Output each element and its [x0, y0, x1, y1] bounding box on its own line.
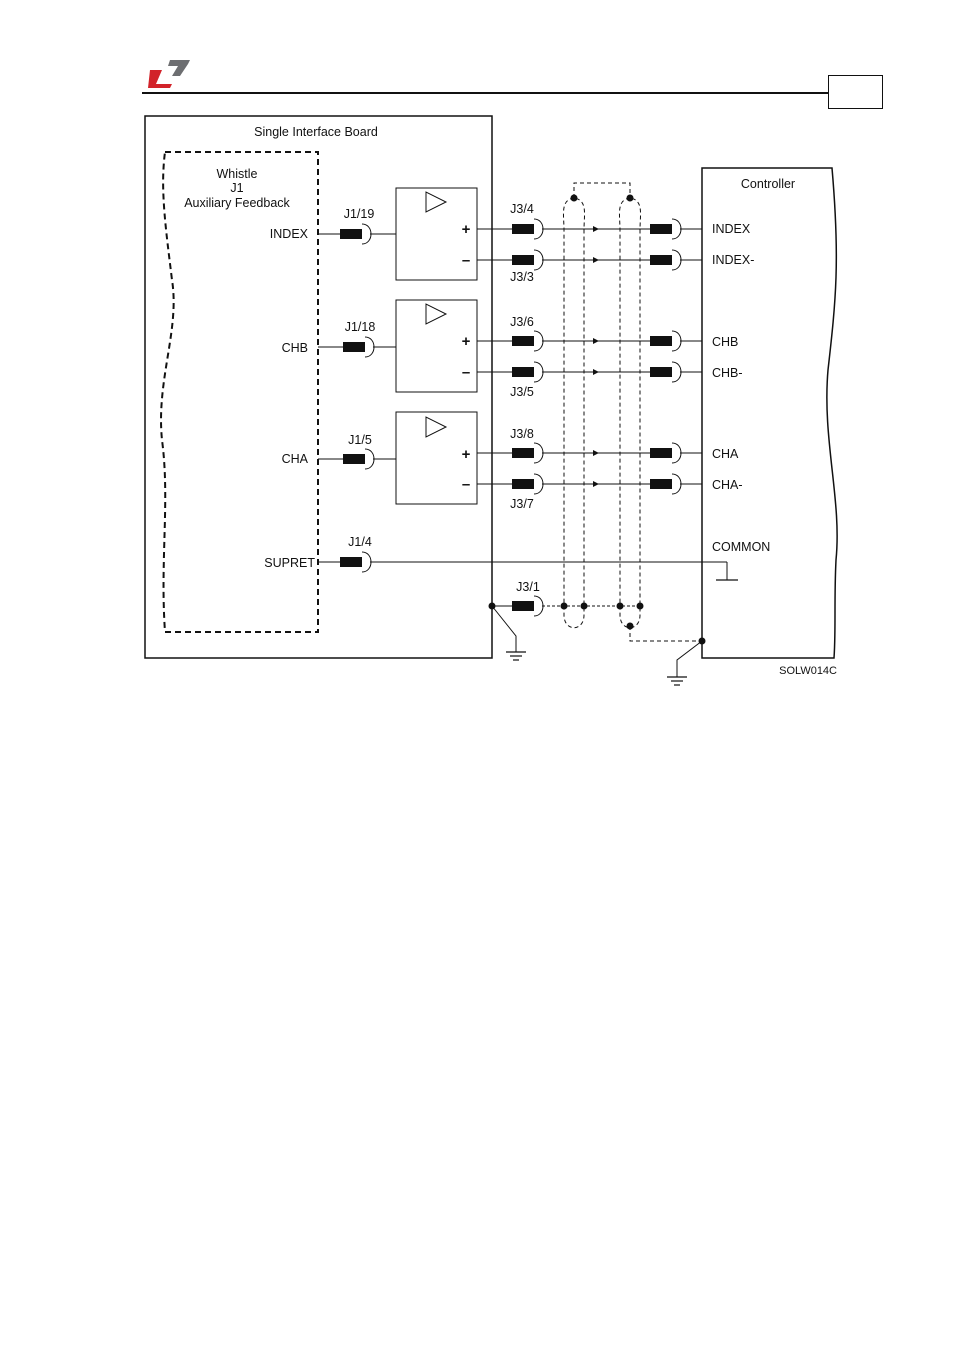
plus-symbol: +	[462, 446, 471, 463]
cable-shield-right	[619, 198, 640, 628]
whistle-title: Whistle	[217, 167, 258, 181]
controller-box	[702, 168, 837, 658]
connector-pin	[512, 479, 534, 489]
plus-pin-label: J3/4	[510, 202, 534, 216]
controller-signal-label: CHA-	[712, 478, 743, 492]
signal-group-index: INDEX J1/19 + – J3/4 J3/3	[270, 188, 755, 284]
minus-pin-label: J3/5	[510, 385, 534, 399]
j1-pin-label: J1/18	[345, 320, 376, 334]
controller-signal-label: CHB-	[712, 366, 743, 380]
j1-pin-label: J1/5	[348, 433, 372, 447]
amplifier-icon	[426, 192, 446, 212]
left-signal-label: CHA	[282, 452, 309, 466]
ground-icon	[506, 652, 526, 660]
controller-signal-label: INDEX	[712, 222, 751, 236]
supret-label: SUPRET	[264, 556, 315, 570]
whistle-subtitle: Auxiliary Feedback	[184, 196, 290, 210]
connector-pin	[512, 224, 534, 234]
connector-pin	[512, 336, 534, 346]
shield-node	[637, 603, 644, 610]
controller-signal-label: CHA	[712, 447, 739, 461]
connector-pin	[343, 454, 365, 464]
common-label: COMMON	[712, 540, 770, 554]
plus-symbol: +	[462, 333, 471, 350]
shield-top-bridge	[574, 183, 630, 198]
figure-id: SOLW014C	[779, 665, 837, 677]
connector-pin	[512, 448, 534, 458]
connector-pin	[512, 367, 534, 377]
shield-connection: J3/1	[489, 580, 706, 685]
shield-node	[571, 195, 578, 202]
plus-symbol: +	[462, 221, 471, 238]
supret-line: SUPRET J1/4 COMMON	[264, 535, 770, 580]
ground-icon	[667, 677, 687, 685]
minus-symbol: –	[462, 364, 470, 381]
minus-pin-label: J3/7	[510, 497, 534, 511]
left-signal-label: CHB	[282, 341, 308, 355]
shield-node	[617, 603, 624, 610]
connector-pin	[650, 448, 672, 458]
connector-pin	[340, 229, 362, 239]
controller-signal-label: CHB	[712, 335, 738, 349]
connector-pin	[650, 224, 672, 234]
connector-pin	[512, 255, 534, 265]
connector-pin	[343, 342, 365, 352]
minus-pin-label: J3/3	[510, 270, 534, 284]
supret-pin-label: J1/4	[348, 535, 372, 549]
connector-pin	[512, 601, 534, 611]
amplifier-icon	[426, 304, 446, 324]
minus-symbol: –	[462, 252, 470, 269]
shield-pin-label: J3/1	[516, 580, 540, 594]
signal-group-chb: CHB J1/18 + – J3/6 J3/5	[282, 300, 743, 399]
whistle-connector: J1	[230, 181, 243, 195]
plus-pin-label: J3/6	[510, 315, 534, 329]
left-signal-label: INDEX	[270, 227, 309, 241]
connector-pin	[340, 557, 362, 567]
amplifier-icon	[426, 417, 446, 437]
board-title: Single Interface Board	[254, 125, 378, 139]
connector-pin	[650, 336, 672, 346]
connector-pin	[650, 479, 672, 489]
shield-node	[581, 603, 588, 610]
signal-group-cha: CHA J1/5 + – J3/8 J3/7	[282, 412, 743, 511]
connector-pin	[650, 255, 672, 265]
minus-symbol: –	[462, 476, 470, 493]
shield-node	[627, 195, 634, 202]
cable-shield-left	[563, 198, 584, 628]
shield-node	[561, 603, 568, 610]
controller-title: Controller	[741, 177, 795, 191]
connector-pin	[650, 367, 672, 377]
plus-pin-label: J3/8	[510, 427, 534, 441]
controller-signal-label: INDEX-	[712, 253, 754, 267]
j1-pin-label: J1/19	[344, 207, 375, 221]
